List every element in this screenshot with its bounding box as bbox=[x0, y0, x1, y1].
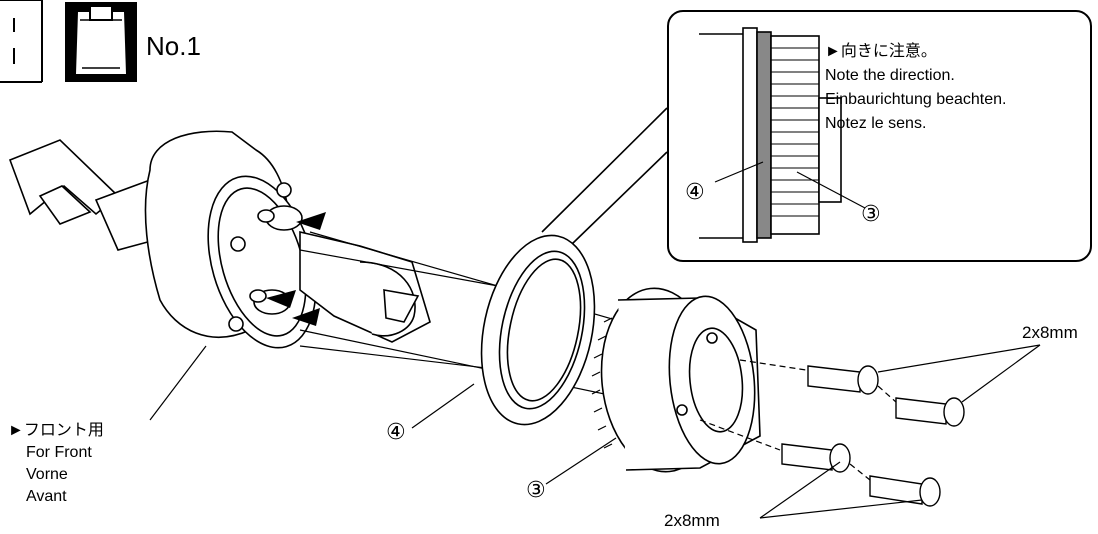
insert-arrows bbox=[266, 212, 326, 326]
note-arrow: ► bbox=[825, 43, 841, 60]
screw-size-lower: 2x8mm bbox=[664, 511, 720, 530]
inset-drawing bbox=[699, 27, 866, 243]
note-line-en: Note the direction. bbox=[825, 67, 955, 84]
front-line-en: For Front bbox=[26, 444, 92, 461]
ring-part bbox=[480, 234, 596, 426]
part-label-ring: ④ bbox=[386, 419, 406, 444]
note-line-de: Einbaurichtung beachten. bbox=[825, 91, 1007, 108]
inset-part-4: ④ bbox=[685, 179, 705, 204]
pulley-part bbox=[600, 287, 761, 473]
note-line-fr: Notez le sens. bbox=[825, 115, 927, 132]
part-label-pulley: ③ bbox=[526, 477, 546, 502]
inset-part-3: ③ bbox=[861, 201, 881, 226]
screw-size-upper: 2x8mm bbox=[1022, 323, 1078, 342]
direction-inset: ►向きに注意。 Note the direction. Einbaurichtu… bbox=[667, 10, 1092, 262]
note-line-ja: 向きに注意。 bbox=[840, 43, 937, 60]
front-line-de: Vorne bbox=[26, 466, 68, 483]
front-line-fr: Avant bbox=[26, 488, 67, 505]
front-label: ►フロント用 For Front Vorne Avant bbox=[8, 420, 104, 508]
step-number: No.1 bbox=[146, 31, 201, 61]
front-line-ja: フロント用 bbox=[23, 422, 104, 439]
front-arrow: ► bbox=[8, 422, 24, 439]
screws bbox=[781, 365, 965, 507]
pulley-teeth bbox=[591, 317, 613, 449]
